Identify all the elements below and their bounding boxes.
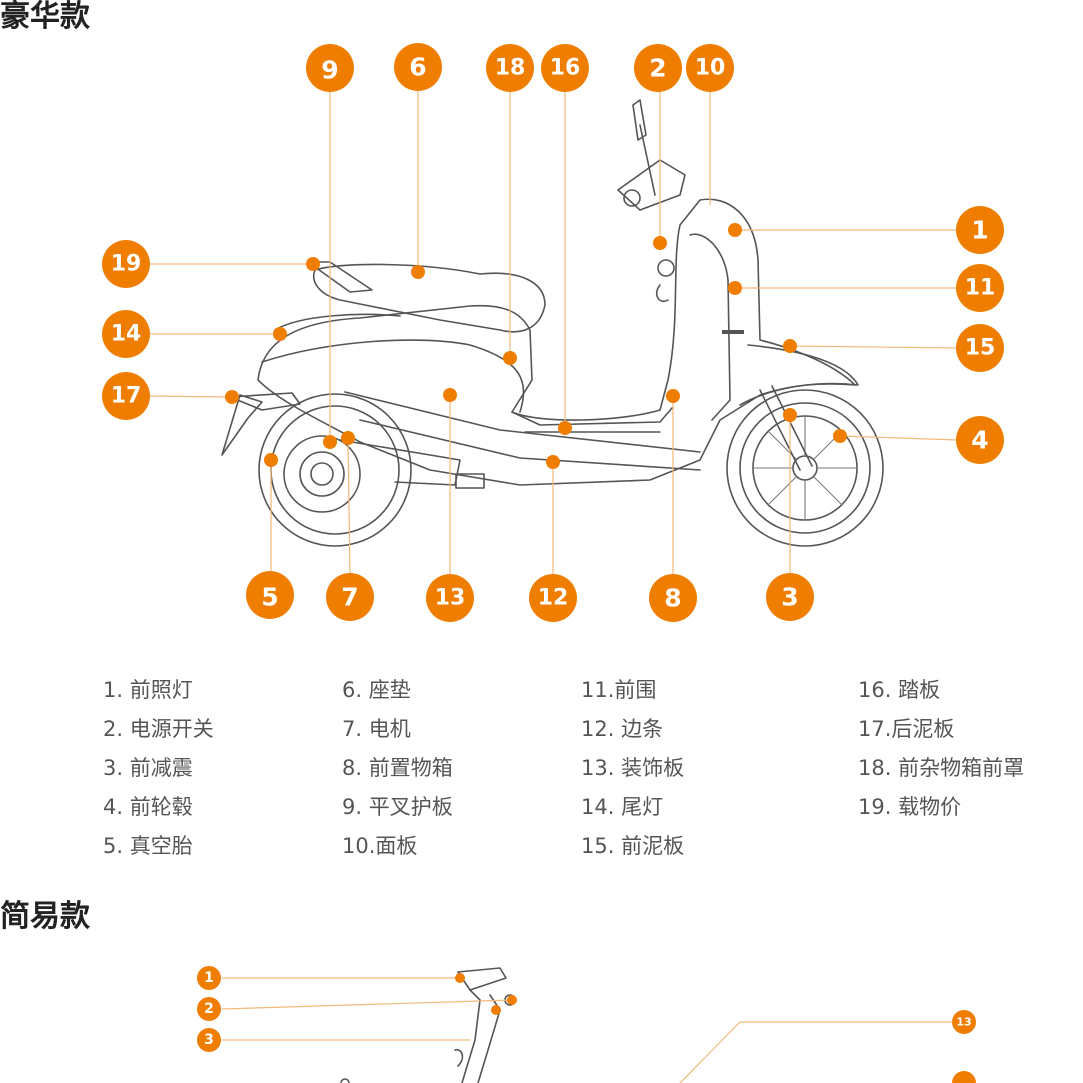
legend-item-19: 19. 载物价 <box>858 795 962 819</box>
svg-text:19: 19 <box>111 252 142 277</box>
svg-text:5: 5 <box>261 583 278 612</box>
simple-leaders <box>221 973 952 1041</box>
legend-item-9: 9. 平叉护板 <box>342 795 453 819</box>
legend-item-5: 5. 真空胎 <box>103 834 193 858</box>
legend-item-17: 17.后泥板 <box>858 717 955 741</box>
callout-dots <box>225 223 847 469</box>
svg-text:2: 2 <box>204 1001 214 1017</box>
svg-text:9: 9 <box>321 56 338 85</box>
svg-text:6: 6 <box>409 53 426 82</box>
simple-section-title: 简易款 <box>0 899 90 934</box>
callout-badge-10: 10 <box>686 44 734 92</box>
callout-badge-13: 13 <box>426 574 474 622</box>
svg-text:14: 14 <box>111 322 142 347</box>
legend-item-8: 8. 前置物箱 <box>342 756 453 780</box>
simple-badge-13: 13 <box>952 1010 976 1034</box>
callout-badge-3: 3 <box>766 573 814 621</box>
legend-item-3: 3. 前减震 <box>103 756 193 780</box>
callout-badge-11: 11 <box>956 264 1004 312</box>
callout-badge-12: 12 <box>529 574 577 622</box>
callout-badge-18: 18 <box>486 44 534 92</box>
svg-text:11: 11 <box>965 276 996 301</box>
legend-item-12: 12. 边条 <box>581 717 664 741</box>
legend-item-15: 15. 前泥板 <box>581 834 685 858</box>
callout-badge-19: 19 <box>102 240 150 288</box>
callout-badge-15: 15 <box>956 324 1004 372</box>
simple-badge-1: 1 <box>197 966 221 990</box>
callout-badge-6: 6 <box>394 43 442 91</box>
svg-text:1: 1 <box>204 970 214 986</box>
svg-text:10: 10 <box>695 56 726 81</box>
callout-badge-4: 4 <box>956 416 1004 464</box>
callout-badge-9: 9 <box>306 44 354 92</box>
legend-item-11: 11.前围 <box>581 678 657 702</box>
legend-item-14: 14. 尾灯 <box>581 795 664 819</box>
legend-item-13: 13. 装饰板 <box>581 756 685 780</box>
callout-badge-5: 5 <box>246 571 294 619</box>
legend-item-10: 10.面板 <box>342 834 418 858</box>
callout-badge-16: 16 <box>541 44 589 92</box>
svg-text:13: 13 <box>956 1016 971 1029</box>
callout-badge-14: 14 <box>102 310 150 358</box>
svg-text:16: 16 <box>550 56 581 81</box>
callout-badge-1: 1 <box>956 206 1004 254</box>
legend-item-16: 16. 踏板 <box>858 678 941 702</box>
svg-text:17: 17 <box>111 384 142 409</box>
scooter-outline <box>221 99 884 547</box>
svg-text:3: 3 <box>781 583 798 612</box>
callout-badge-8: 8 <box>649 574 697 622</box>
simple-badge-3: 3 <box>197 1028 221 1052</box>
svg-text:7: 7 <box>341 583 358 612</box>
svg-text:13: 13 <box>435 586 466 611</box>
legend-item-6: 6. 座垫 <box>342 678 411 702</box>
svg-text:2: 2 <box>649 54 666 83</box>
legend-item-1: 1. 前照灯 <box>103 678 193 702</box>
simple-scooter-outline <box>340 967 741 1083</box>
svg-text:12: 12 <box>538 586 569 611</box>
callout-badge-2: 2 <box>634 44 682 92</box>
simple-badge-2: 2 <box>197 997 221 1021</box>
legend-item-18: 18. 前杂物箱前罩 <box>858 756 1025 780</box>
svg-text:15: 15 <box>965 336 996 361</box>
legend-item-4: 4. 前轮毂 <box>103 795 193 819</box>
callout-badge-7: 7 <box>326 573 374 621</box>
legend-item-7: 7. 电机 <box>342 717 411 741</box>
callout-badge-17: 17 <box>102 372 150 420</box>
callout-leaders <box>147 90 959 576</box>
deluxe-section-title: 豪华款 <box>0 0 90 34</box>
svg-text:18: 18 <box>495 56 526 81</box>
svg-text:1: 1 <box>971 216 988 245</box>
svg-text:3: 3 <box>204 1032 214 1048</box>
parts-legend: 1. 前照灯 2. 电源开关 3. 前减震 4. 前轮毂 5. 真空胎 6. 座… <box>0 676 1083 876</box>
legend-item-2: 2. 电源开关 <box>103 717 214 741</box>
svg-text:8: 8 <box>664 584 681 613</box>
svg-text:4: 4 <box>971 426 988 455</box>
simple-badge-partial <box>952 1071 976 1083</box>
